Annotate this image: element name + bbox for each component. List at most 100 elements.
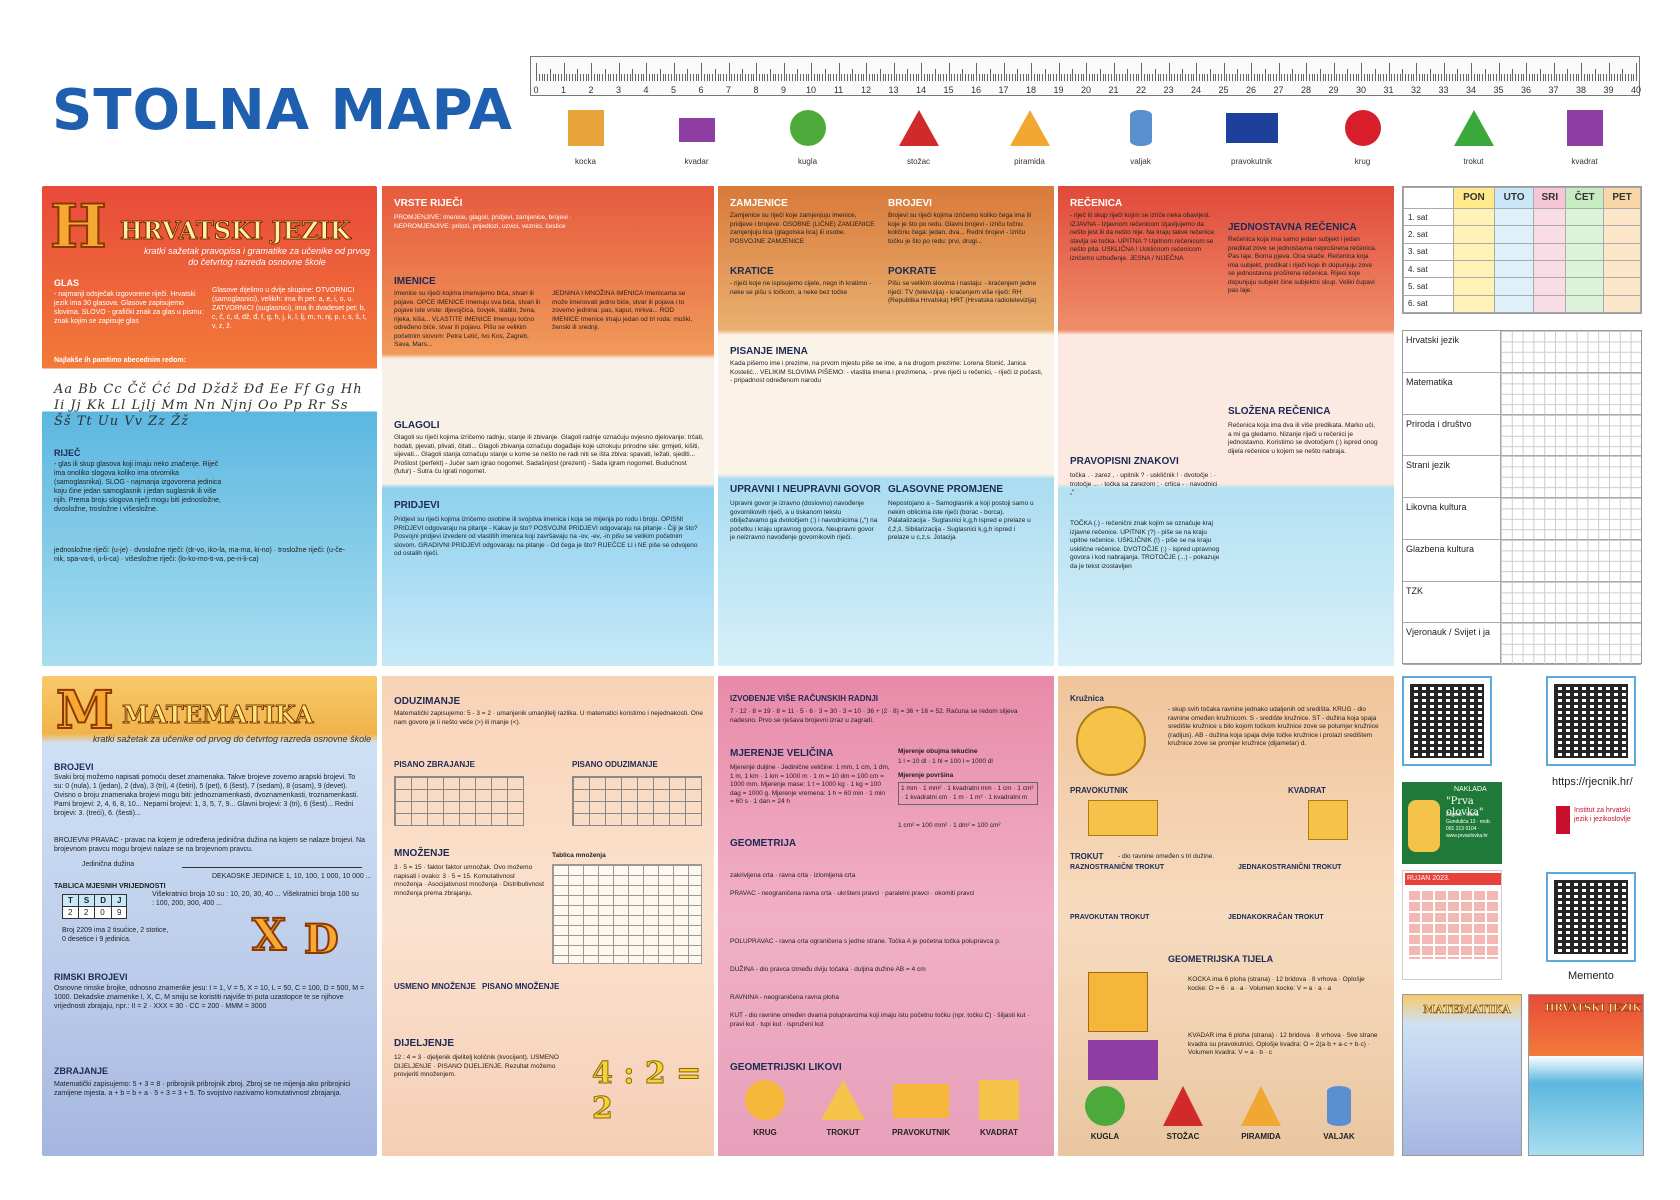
grade-subject: Hrvatski jezik <box>1403 331 1501 372</box>
grade-cells[interactable] <box>1501 498 1641 539</box>
schedule-cell[interactable] <box>1565 225 1605 244</box>
shape-label: stožac <box>906 157 931 166</box>
schedule-cell[interactable] <box>1533 207 1567 227</box>
ruler-tick <box>783 63 785 81</box>
tijela-heading: GEOMETRIJSKA TIJELA <box>1168 954 1274 964</box>
qr-code-1[interactable] <box>1402 676 1492 766</box>
qr-code-memento[interactable] <box>1546 872 1636 962</box>
schedule-cell[interactable] <box>1565 259 1605 279</box>
piramida-solid-icon <box>1241 1086 1281 1126</box>
ruler-tick <box>1157 74 1159 81</box>
grade-cells[interactable] <box>1501 539 1641 581</box>
jednakokracan-heading: JEDNAKOKRAČAN TROKUT <box>1228 914 1324 921</box>
schedule-cell[interactable] <box>1603 242 1641 261</box>
schedule-cell[interactable] <box>1453 207 1495 227</box>
schedule-cell[interactable] <box>1565 277 1605 296</box>
grade-cells[interactable] <box>1501 414 1641 456</box>
ruler-tick <box>1050 74 1052 81</box>
ruler-tick <box>632 69 634 81</box>
ruler-tick <box>560 74 562 81</box>
ruler-tick <box>1295 74 1296 81</box>
visekratnici-text: Višekratnici broja 10 su : 10, 20, 30, 4… <box>152 891 359 907</box>
pravokutnik-icon <box>1225 113 1278 143</box>
schedule-cell[interactable] <box>1533 225 1567 244</box>
ruler-tick <box>1561 74 1563 81</box>
ruler-tick <box>1022 74 1024 81</box>
schedule-cell[interactable] <box>1533 294 1567 314</box>
upravni-heading: UPRAVNI I NEUPRAVNI GOVOR <box>730 484 881 495</box>
ruler-tick <box>1583 74 1585 81</box>
schedule-cell[interactable] <box>1603 207 1641 227</box>
ruler-tick <box>668 74 669 81</box>
schedule-cell[interactable] <box>1453 242 1495 261</box>
dijeljenje-heading: DIJELJENJE <box>394 1038 455 1049</box>
lik-label: TROKUT <box>826 1128 860 1137</box>
shape-label: kvadrat <box>1571 157 1598 166</box>
logo-h-icon: H <box>49 191 108 263</box>
schedule-cell[interactable] <box>1493 294 1535 314</box>
zbrajanje-heading: ZBRAJANJE <box>54 1066 109 1076</box>
schedule-cell[interactable] <box>1533 259 1567 279</box>
schedule-cell[interactable] <box>1565 242 1605 261</box>
memento-label: Memento <box>1568 970 1614 982</box>
ruler-tick <box>1011 74 1013 81</box>
ruler-tick <box>888 74 889 81</box>
schedule-cell[interactable] <box>1533 242 1567 261</box>
schedule-cell[interactable] <box>1603 294 1641 314</box>
schedule-cell[interactable] <box>1493 242 1535 261</box>
kruznica-text: - skup svih točaka ravnine jednako udalj… <box>1168 706 1379 747</box>
grade-cells[interactable] <box>1501 331 1641 372</box>
ruler-tick <box>1564 74 1566 81</box>
qr-code-rjecnik[interactable] <box>1546 676 1636 766</box>
grade-cells[interactable] <box>1501 372 1641 414</box>
jednina-text: JEDNINA I MNOŽINA IMENICA Imenicama se m… <box>552 290 693 331</box>
rjecnik-link[interactable]: https://rjecnik.hr/ <box>1552 776 1633 788</box>
ruler-tick <box>1075 74 1076 81</box>
schedule-cell[interactable] <box>1453 294 1495 314</box>
ruler-tick <box>695 74 697 81</box>
dijeljenje-text: 12 : 4 = 3 · djeljenik djelitelj količni… <box>394 1054 559 1078</box>
ruler-tick <box>1292 69 1294 81</box>
ruler-tick <box>819 74 821 81</box>
ruler-number: 36 <box>1520 85 1532 95</box>
ruler-tick <box>786 74 788 81</box>
matematika-thumbnail[interactable]: MATEMATIKA <box>1402 994 1522 1156</box>
imenice-text: Imenice su riječi kojima imenujemo bića,… <box>394 290 540 348</box>
schedule-cell[interactable] <box>1533 277 1567 296</box>
ruler-tick <box>1372 74 1373 81</box>
jednakostranicni-heading: JEDNAKOSTRANIČNI TROKUT <box>1238 864 1342 871</box>
schedule-cell[interactable] <box>1603 225 1641 244</box>
schedule-cell[interactable] <box>1493 207 1535 227</box>
ruler-tick <box>615 74 617 81</box>
ruler-tick <box>585 74 587 81</box>
ruler-tick <box>1608 63 1610 81</box>
povrsina-table: 1 mm · 1 mm² · 1 kvadratni mm · 1 cm · 1… <box>898 782 1038 805</box>
schedule-cell[interactable] <box>1565 207 1605 227</box>
ruler-tick <box>1369 74 1371 81</box>
schedule-cell[interactable] <box>1603 259 1641 279</box>
schedule-cell[interactable] <box>1453 277 1495 296</box>
schedule-cell[interactable] <box>1603 277 1641 296</box>
vrste-rijeci-panel: VRSTE RIJEČI PROMJENJIVE: imenice, glago… <box>382 186 714 666</box>
grade-cells[interactable] <box>1501 623 1641 664</box>
grade-cells[interactable] <box>1501 456 1641 497</box>
schedule-hour: 2. sat <box>1403 225 1454 244</box>
schedule-cell[interactable] <box>1493 225 1535 244</box>
grade-subject: TZK <box>1403 581 1501 623</box>
grade-row: Likovna kultura <box>1403 498 1641 540</box>
ruler-tick <box>626 74 628 81</box>
schedule-cell[interactable] <box>1493 259 1535 279</box>
grade-cells[interactable] <box>1501 581 1641 623</box>
schedule-cell[interactable] <box>1453 259 1495 279</box>
ruler-number: 29 <box>1328 85 1339 95</box>
ruler-tick <box>1253 74 1255 81</box>
schedule-cell[interactable] <box>1453 225 1495 244</box>
ruler-number: 15 <box>943 85 954 95</box>
schedule-cell[interactable] <box>1493 277 1535 296</box>
ruler-tick <box>1064 74 1065 81</box>
schedule-cell[interactable] <box>1565 294 1605 314</box>
hrvatski-thumbnail[interactable]: HRVATSKI JEZIK <box>1528 994 1644 1156</box>
ruler-tick <box>1185 74 1186 81</box>
